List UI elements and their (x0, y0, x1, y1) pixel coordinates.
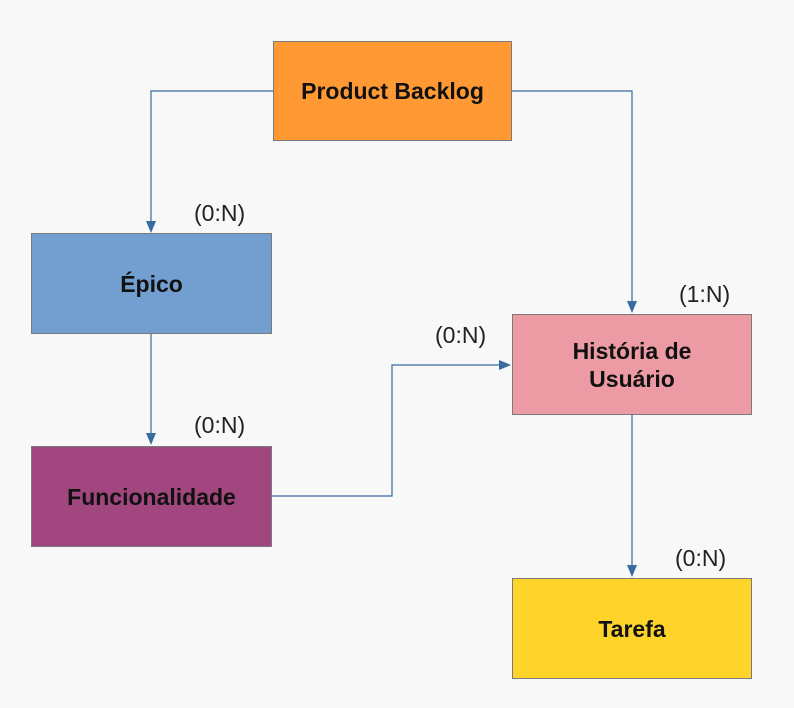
node-funcionalidade: Funcionalidade (31, 446, 272, 547)
edge-backlog-to-epico (150, 90, 273, 222)
arrowhead-historia-top (627, 301, 637, 313)
cardinality-funcionalidade: (0:N) (194, 412, 246, 438)
edge-funcionalidade-to-historia (272, 364, 500, 497)
arrowhead-funcionalidade (146, 433, 156, 445)
cardinality-historia-top: (1:N) (679, 281, 731, 307)
node-product-backlog: Product Backlog (273, 41, 512, 141)
arrowhead-historia-left (499, 360, 511, 370)
node-epico-label: Épico (120, 270, 183, 297)
node-product-backlog-label: Product Backlog (301, 78, 484, 104)
node-tarefa-label: Tarefa (598, 615, 666, 642)
node-historia-label-line2: Usuário (589, 365, 675, 392)
edge-backlog-to-historia (512, 90, 633, 302)
node-funcionalidade-label: Funcionalidade (67, 483, 236, 510)
arrowhead-epico (146, 221, 156, 233)
node-historia-de-usuario: História de Usuário (512, 314, 752, 415)
cardinality-historia-left: (0:N) (435, 322, 487, 348)
node-epico: Épico (31, 233, 272, 334)
node-historia-label-line1: História de (572, 337, 692, 364)
arrowhead-tarefa (627, 565, 637, 577)
cardinality-tarefa: (0:N) (675, 545, 727, 571)
cardinality-epico: (0:N) (194, 200, 246, 226)
node-tarefa: Tarefa (512, 578, 752, 679)
